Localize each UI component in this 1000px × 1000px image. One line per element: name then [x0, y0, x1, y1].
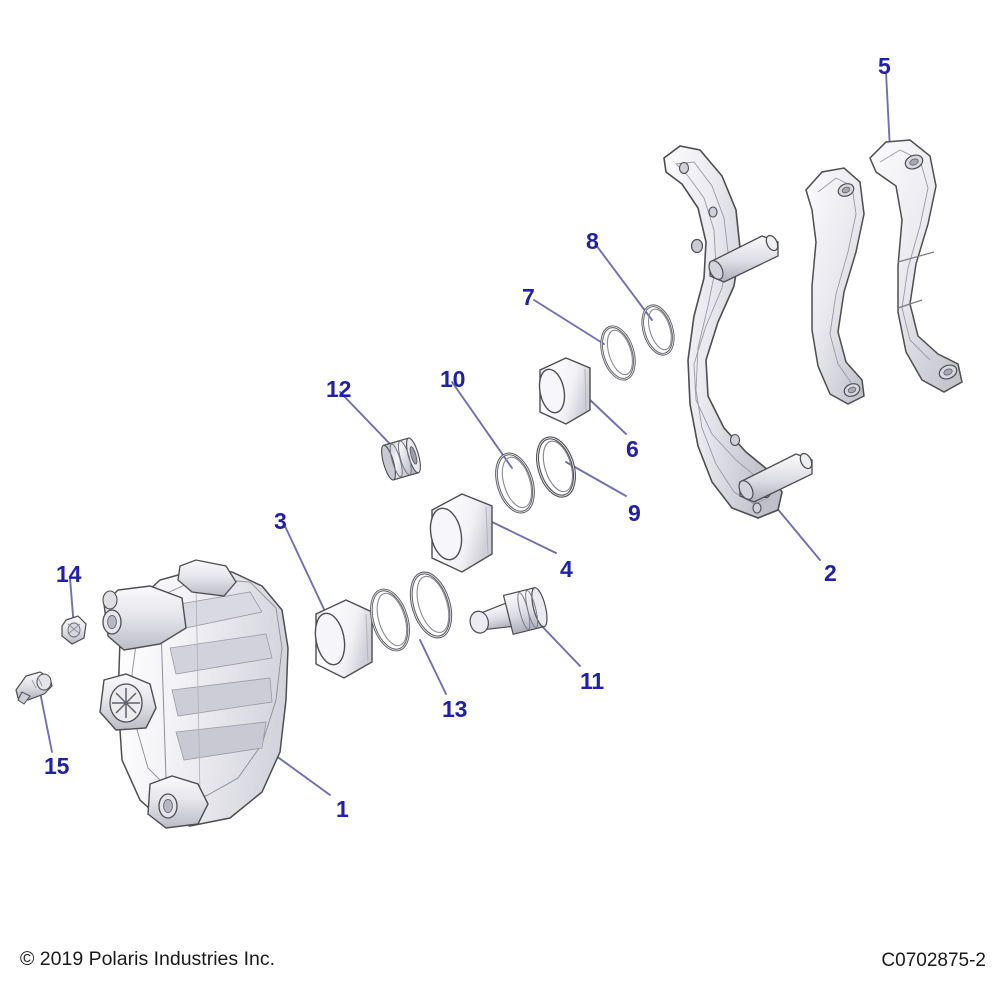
part-guide-pin-bolt — [469, 587, 548, 636]
callout-2[interactable]: 2 — [824, 560, 837, 586]
part-seal-ring-8 — [641, 304, 675, 356]
part-seal-ring-7 — [600, 325, 636, 381]
bracket-slide-pin-lower — [738, 452, 813, 503]
leader-line-15 — [39, 691, 53, 753]
part-bleeder-screw — [15, 671, 53, 705]
drawing-number: C0702875-2 — [881, 950, 986, 971]
leader-line-13 — [419, 639, 447, 695]
part-brake-pad-set — [805, 139, 963, 405]
leader-line-7 — [533, 299, 605, 345]
callout-7[interactable]: 7 — [522, 284, 535, 310]
part-caliper-body — [99, 559, 289, 829]
part-hex-cap-nut — [61, 615, 87, 645]
leader-line-8 — [595, 244, 653, 321]
callout-13[interactable]: 13 — [442, 696, 468, 722]
callout-14[interactable]: 14 — [56, 561, 82, 587]
callout-3[interactable]: 3 — [274, 508, 287, 534]
callout-9[interactable]: 9 — [628, 500, 641, 526]
leader-line-6 — [587, 397, 627, 435]
callout-10[interactable]: 10 — [440, 366, 466, 392]
brake-pad-inner — [805, 167, 865, 405]
bracket-slide-pin-upper — [708, 234, 779, 283]
leader-line-12 — [339, 391, 391, 445]
copyright-notice: © 2019 Polaris Industries Inc. — [20, 948, 275, 970]
part-seal-ring-9 — [536, 436, 576, 498]
callout-1[interactable]: 1 — [336, 796, 349, 822]
leader-line-5 — [885, 71, 891, 151]
callout-4[interactable]: 4 — [560, 556, 573, 582]
part-piston-medium — [429, 493, 493, 573]
part-piston-small — [314, 599, 373, 679]
callout-12[interactable]: 12 — [326, 376, 352, 402]
leader-line-10 — [451, 381, 513, 469]
leader-line-4 — [491, 521, 557, 554]
leader-line-11 — [535, 619, 581, 667]
part-ribbed-bushing — [381, 437, 421, 481]
brake-pad-outer — [869, 139, 963, 393]
callout-6[interactable]: 6 — [626, 436, 639, 462]
part-seal-ring-10 — [495, 452, 535, 514]
leader-line-3 — [283, 523, 331, 623]
part-caliper-mounting-bracket — [663, 145, 813, 519]
callout-5[interactable]: 5 — [878, 53, 891, 79]
part-seal-ring-pair-13 — [370, 571, 453, 652]
callout-11[interactable]: 11 — [580, 668, 604, 694]
callout-8[interactable]: 8 — [586, 228, 599, 254]
part-piston-upper — [538, 357, 591, 425]
leader-line-9 — [565, 461, 627, 497]
callout-15[interactable]: 15 — [44, 753, 70, 779]
